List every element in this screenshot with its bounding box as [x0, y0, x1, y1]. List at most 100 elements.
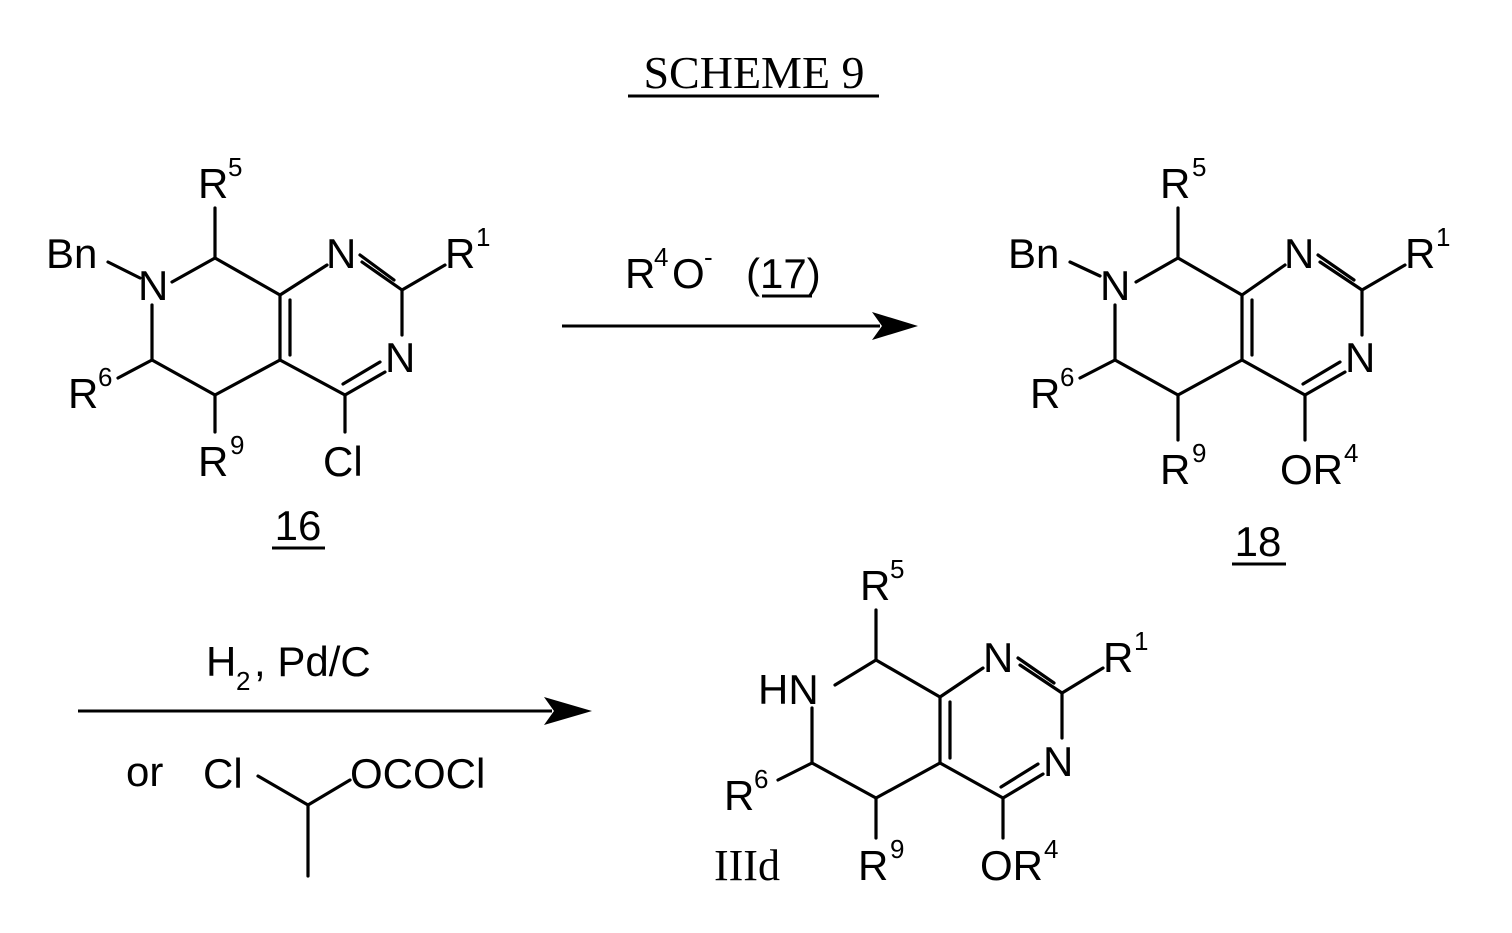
atom-n: N [1345, 334, 1375, 381]
bond [280, 360, 345, 395]
reagent-catalyst: , Pd/C [254, 638, 371, 685]
atom-bn: Bn [46, 230, 97, 277]
superscript: 9 [1192, 438, 1206, 468]
reaction-arrow-1: R 4 O - (17) [562, 242, 918, 340]
bond [108, 262, 140, 278]
atom-r: R [198, 160, 228, 207]
atom-r: R [445, 230, 475, 277]
atom-r: R [1030, 370, 1060, 417]
reagent-superscript: 4 [654, 242, 668, 272]
bond [940, 668, 983, 697]
compound-18: R 5 Bn N N R 1 N R 6 R 9 OR 4 18 [1008, 152, 1450, 565]
alternative-word: or [126, 748, 163, 795]
bond [118, 360, 152, 378]
superscript: 9 [890, 834, 904, 864]
bond [1320, 262, 1362, 290]
atom-r: R [858, 842, 888, 889]
bond [345, 372, 385, 395]
superscript: 1 [476, 222, 490, 252]
bond [1115, 360, 1178, 395]
reagent-subscript: 2 [236, 666, 250, 696]
bond [1178, 360, 1242, 395]
bond [1362, 265, 1405, 290]
atom-n: N [385, 334, 415, 381]
bond [215, 360, 280, 395]
compound-16: R 5 Bn N N R 1 N R 6 R 9 Cl 16 [46, 152, 490, 549]
atom-n: N [326, 230, 356, 277]
bond [402, 265, 445, 290]
atom-bn: Bn [1008, 230, 1059, 277]
bond [812, 763, 876, 798]
bond [1303, 362, 1340, 384]
bond [1001, 764, 1038, 787]
reagent-ococl: OCOCl [350, 750, 485, 797]
bond [308, 780, 350, 805]
bond [778, 763, 812, 780]
bond [1062, 668, 1103, 693]
reagent-ref: (17) [746, 250, 821, 297]
bond [1080, 360, 1115, 378]
reagent-h: H [206, 638, 236, 685]
atom-n: N [1043, 738, 1073, 785]
atom-n: N [1100, 262, 1130, 309]
bond [258, 776, 308, 805]
reaction-arrow-2: H 2 , Pd/C or Cl OCOCl [78, 638, 592, 876]
bond [1242, 265, 1285, 295]
atom-or: OR [980, 842, 1043, 889]
bond [1018, 658, 1054, 683]
bond [280, 265, 327, 295]
compound-IIId: R 5 HN N R 1 N R 6 R 9 OR 4 IIId [714, 554, 1148, 890]
bond [172, 258, 215, 282]
superscript: 9 [230, 430, 244, 460]
atom-r: R [724, 772, 754, 819]
bond [876, 763, 940, 798]
atom-n: N [138, 262, 168, 309]
superscript: 5 [890, 554, 904, 584]
bond [362, 262, 402, 290]
superscript: 1 [1134, 626, 1148, 656]
atom-r: R [860, 562, 890, 609]
superscript: 4 [1344, 438, 1358, 468]
bond [343, 362, 380, 384]
superscript: 6 [98, 362, 112, 392]
bond [1020, 665, 1062, 693]
atom-cl: Cl [323, 438, 363, 485]
bond [1136, 258, 1178, 282]
bond [1318, 255, 1354, 280]
atom-n: N [983, 634, 1013, 681]
reagent-cl: Cl [203, 750, 243, 797]
superscript: 5 [228, 152, 242, 182]
bond [835, 660, 876, 685]
atom-or: OR [1280, 446, 1343, 493]
superscript: 5 [1192, 152, 1206, 182]
atom-hn: HN [758, 666, 819, 713]
atom-r: R [1160, 446, 1190, 493]
atom-r: R [1160, 160, 1190, 207]
superscript: 6 [1060, 362, 1074, 392]
bond [1242, 360, 1305, 395]
compound-label: IIId [714, 841, 780, 890]
compound-number: 18 [1235, 518, 1282, 565]
reagent-charge: - [704, 242, 713, 272]
atom-r: R [1103, 634, 1133, 681]
superscript: 6 [754, 764, 768, 794]
bond [1305, 372, 1345, 395]
compound-number: 16 [275, 502, 322, 549]
atom-r: R [68, 370, 98, 417]
bond [1003, 774, 1043, 798]
atom-r: R [1405, 230, 1435, 277]
atom-n: N [1284, 230, 1314, 277]
bond [360, 255, 394, 280]
reagent-o: O [672, 250, 705, 297]
bond [876, 660, 940, 697]
bond [152, 360, 215, 395]
atom-r: R [198, 438, 228, 485]
bond [940, 763, 1003, 798]
superscript: 1 [1436, 222, 1450, 252]
superscript: 4 [1044, 834, 1058, 864]
bond [1178, 258, 1242, 295]
reagent-r: R [625, 250, 655, 297]
bond [215, 258, 280, 295]
scheme-title: SCHEME 9 [643, 47, 864, 98]
